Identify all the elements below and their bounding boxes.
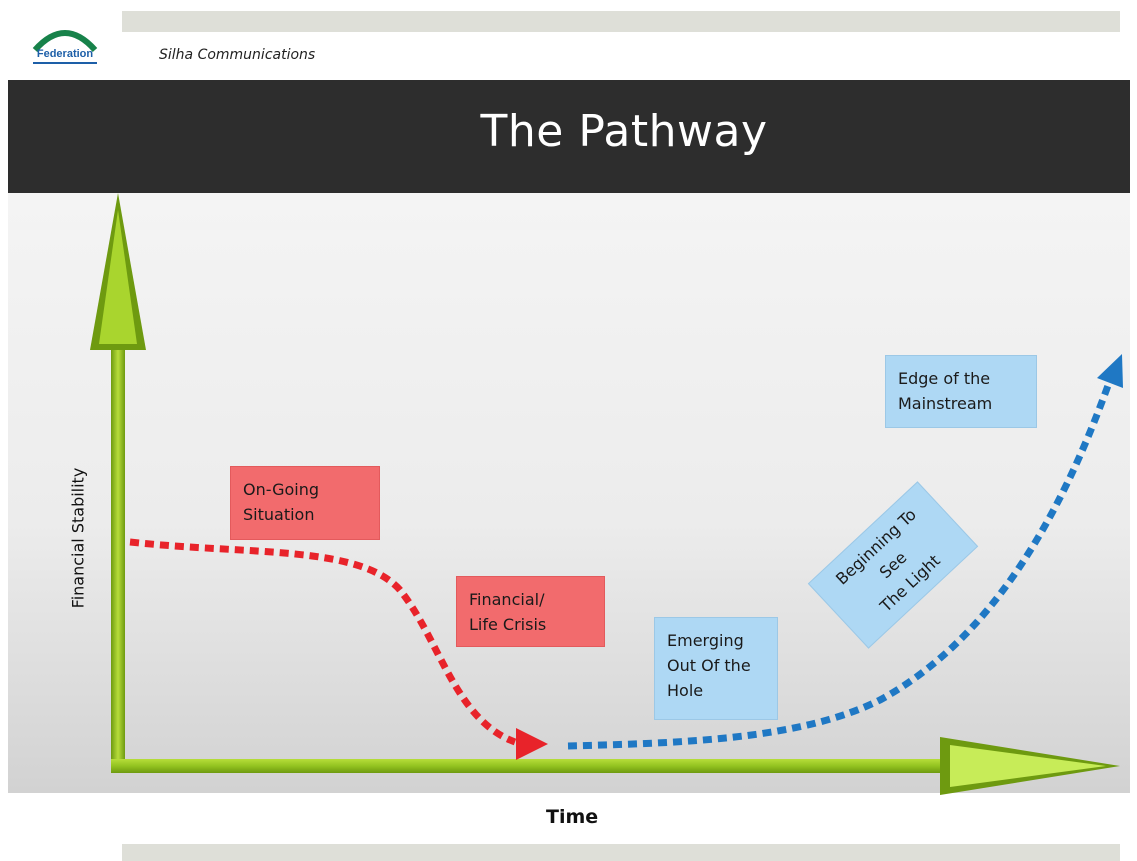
- stage-edge-of-mainstream: Edge of the Mainstream: [885, 355, 1037, 428]
- logo-underline: [33, 62, 97, 64]
- title-banner: The Pathway: [8, 80, 1130, 193]
- stage-label-line: Financial/: [469, 590, 545, 609]
- stage-label-line: Hole: [667, 681, 704, 700]
- y-axis-arrow: [90, 193, 146, 772]
- stage-label-line: On-Going: [243, 480, 320, 499]
- recovery-arrowhead: [1097, 354, 1123, 388]
- logo-arc-icon: [32, 30, 98, 52]
- stage-label-line: Out Of the: [667, 656, 751, 675]
- stage-financial-life-crisis: Financial/ Life Crisis: [456, 576, 605, 647]
- bottom-decorative-bar: [122, 844, 1120, 861]
- page-title: The Pathway: [480, 106, 768, 157]
- top-decorative-bar: [122, 11, 1120, 32]
- stage-label-line: Edge of the: [898, 369, 991, 388]
- stage-ongoing-situation: On-Going Situation: [230, 466, 380, 540]
- logo-text: Federation: [36, 48, 94, 60]
- stage-label-line: Situation: [243, 505, 315, 524]
- stage-label-line: Mainstream: [898, 394, 993, 413]
- stage-label-line: Emerging: [667, 631, 744, 650]
- decline-path: [129, 538, 517, 746]
- y-axis-label: Financial Stability: [68, 467, 88, 609]
- company-name: Silha Communications: [159, 47, 316, 63]
- x-axis-label: Time: [546, 806, 599, 828]
- stage-label-line: Life Crisis: [469, 615, 547, 634]
- x-axis-arrow: [111, 737, 1120, 795]
- federation-logo: Federation: [29, 22, 101, 68]
- decline-arrowhead: [516, 728, 548, 760]
- recovery-path: [567, 378, 1114, 750]
- diagram-background: [8, 193, 1130, 793]
- stage-emerging-out-of-hole: Emerging Out Of the Hole: [654, 617, 778, 720]
